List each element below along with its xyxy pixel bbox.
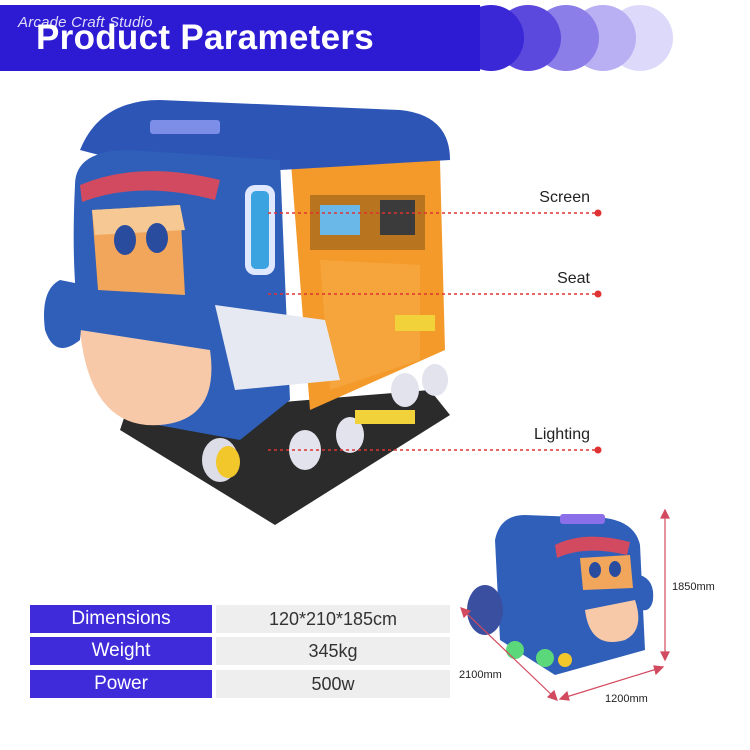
main-product-image <box>44 100 450 525</box>
seat-marker <box>594 290 602 298</box>
height-dimension-label: 1850mm <box>672 581 715 593</box>
length-dimension-label: 2100mm <box>459 669 502 681</box>
screen-marker <box>594 209 602 217</box>
spec-row-weight: Weight 345kg <box>30 637 450 665</box>
lighting-marker <box>594 446 602 454</box>
spec-row-power: Power 500w <box>30 670 450 698</box>
screen-label: Screen <box>539 189 590 206</box>
spec-key: Weight <box>30 637 212 665</box>
spec-value: 120*210*185cm <box>216 605 450 633</box>
spec-row-dimensions: Dimensions 120*210*185cm <box>30 605 450 633</box>
spec-key: Dimensions <box>30 605 212 633</box>
spec-value: 345kg <box>216 637 450 665</box>
header-banner: Arcade Craft Studio Product Parameters <box>0 0 750 78</box>
brand-watermark: Arcade Craft Studio <box>18 14 153 31</box>
page-title: Product Parameters <box>36 18 375 57</box>
seat-label: Seat <box>557 270 590 287</box>
spec-value: 500w <box>216 670 450 698</box>
lighting-label: Lighting <box>533 426 590 443</box>
spec-key: Power <box>30 670 212 698</box>
banner-background <box>0 5 673 71</box>
width-dimension-label: 1200mm <box>605 693 648 705</box>
dimension-product-image <box>460 508 670 701</box>
